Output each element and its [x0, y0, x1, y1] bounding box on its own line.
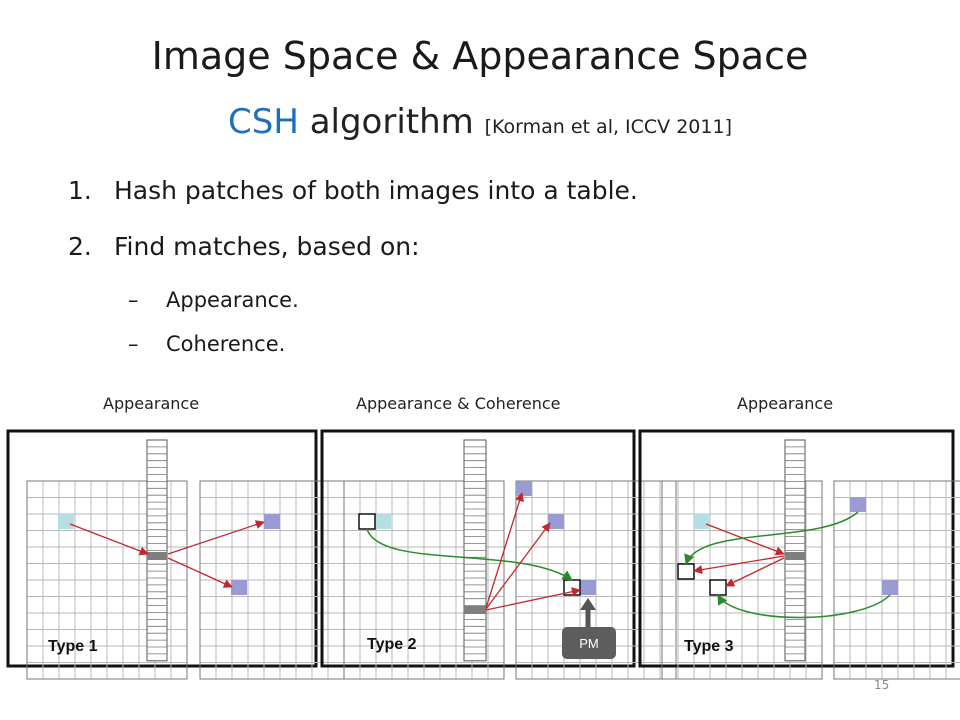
match-arrow	[167, 557, 233, 588]
panel-caption: Appearance & Coherence	[356, 394, 561, 413]
match-patch	[516, 481, 532, 496]
step-number: 2.	[68, 232, 92, 261]
subtitle-accent: CSH	[228, 102, 299, 142]
panel-frame	[6, 429, 318, 668]
panel-type-2: PM Type 2	[320, 429, 677, 680]
panel-caption: Appearance	[737, 394, 834, 413]
panel-type-1: Type 1	[6, 429, 361, 680]
pm-arrow-head	[580, 598, 596, 610]
hash-arrow	[693, 555, 785, 575]
hash-table	[784, 439, 806, 662]
match-arrow	[485, 587, 581, 611]
step-text: Find matches, based on:	[114, 232, 420, 261]
match-arrow	[167, 520, 265, 555]
query-patch	[375, 514, 391, 529]
coherence-arrow	[366, 528, 573, 581]
substep-item: – Appearance.	[128, 288, 299, 312]
type-label: Type 1	[48, 638, 98, 655]
step-item: 2. Find matches, based on:	[68, 232, 420, 261]
query-patch	[694, 514, 710, 529]
match-patch	[231, 580, 247, 595]
coherence-arrow	[717, 594, 891, 619]
neighbor-patch	[358, 513, 376, 530]
match-patch	[850, 497, 866, 512]
neighbor-patch	[709, 579, 727, 596]
match-arrow	[485, 492, 524, 609]
substep-item: – Coherence.	[128, 332, 285, 356]
panel-type-3: Type 3	[638, 429, 960, 680]
substep-dash: –	[128, 288, 139, 312]
pm-badge	[562, 627, 616, 659]
panel-frame	[638, 429, 955, 668]
pm-badge-label: PM	[579, 636, 599, 651]
slide-title: Image Space & Appearance Space	[151, 34, 809, 78]
match-patch	[580, 580, 596, 595]
step-item: 1. Hash patches of both images into a tab…	[68, 176, 638, 205]
hash-arrow	[705, 523, 785, 556]
coherence-arrow	[684, 511, 859, 565]
substep-dash: –	[128, 332, 139, 356]
hash-bin	[147, 552, 167, 560]
match-patch	[882, 580, 898, 595]
substep-text: Coherence.	[166, 332, 286, 356]
neighbor-patch	[677, 563, 695, 580]
hash-table	[146, 439, 168, 662]
step-number: 1.	[68, 176, 92, 205]
type-label: Type 3	[684, 638, 734, 655]
subtitle-text: algorithm	[298, 102, 485, 142]
page-number: 15	[874, 678, 890, 692]
type-label: Type 2	[367, 636, 417, 653]
hash-bin	[464, 606, 486, 614]
match-arrow	[485, 522, 551, 610]
hash-table	[463, 439, 487, 662]
step-text: Hash patches of both images into a table…	[114, 176, 638, 205]
hash-bin	[785, 552, 805, 560]
match-patch	[264, 514, 280, 529]
image-grid-right	[199, 480, 361, 680]
hash-arrow	[69, 523, 149, 556]
image-grid-right	[833, 480, 960, 680]
match-patch	[548, 514, 564, 529]
slide-subtitle: CSH algorithm [Korman et al, ICCV 2011]	[0, 102, 960, 142]
panel-frame	[320, 429, 636, 668]
subtitle-citation: [Korman et al, ICCV 2011]	[484, 116, 732, 138]
panel-caption: Appearance	[103, 394, 200, 413]
query-patch	[58, 514, 74, 529]
substep-text: Appearance.	[166, 288, 299, 312]
hash-arrow	[725, 557, 785, 587]
